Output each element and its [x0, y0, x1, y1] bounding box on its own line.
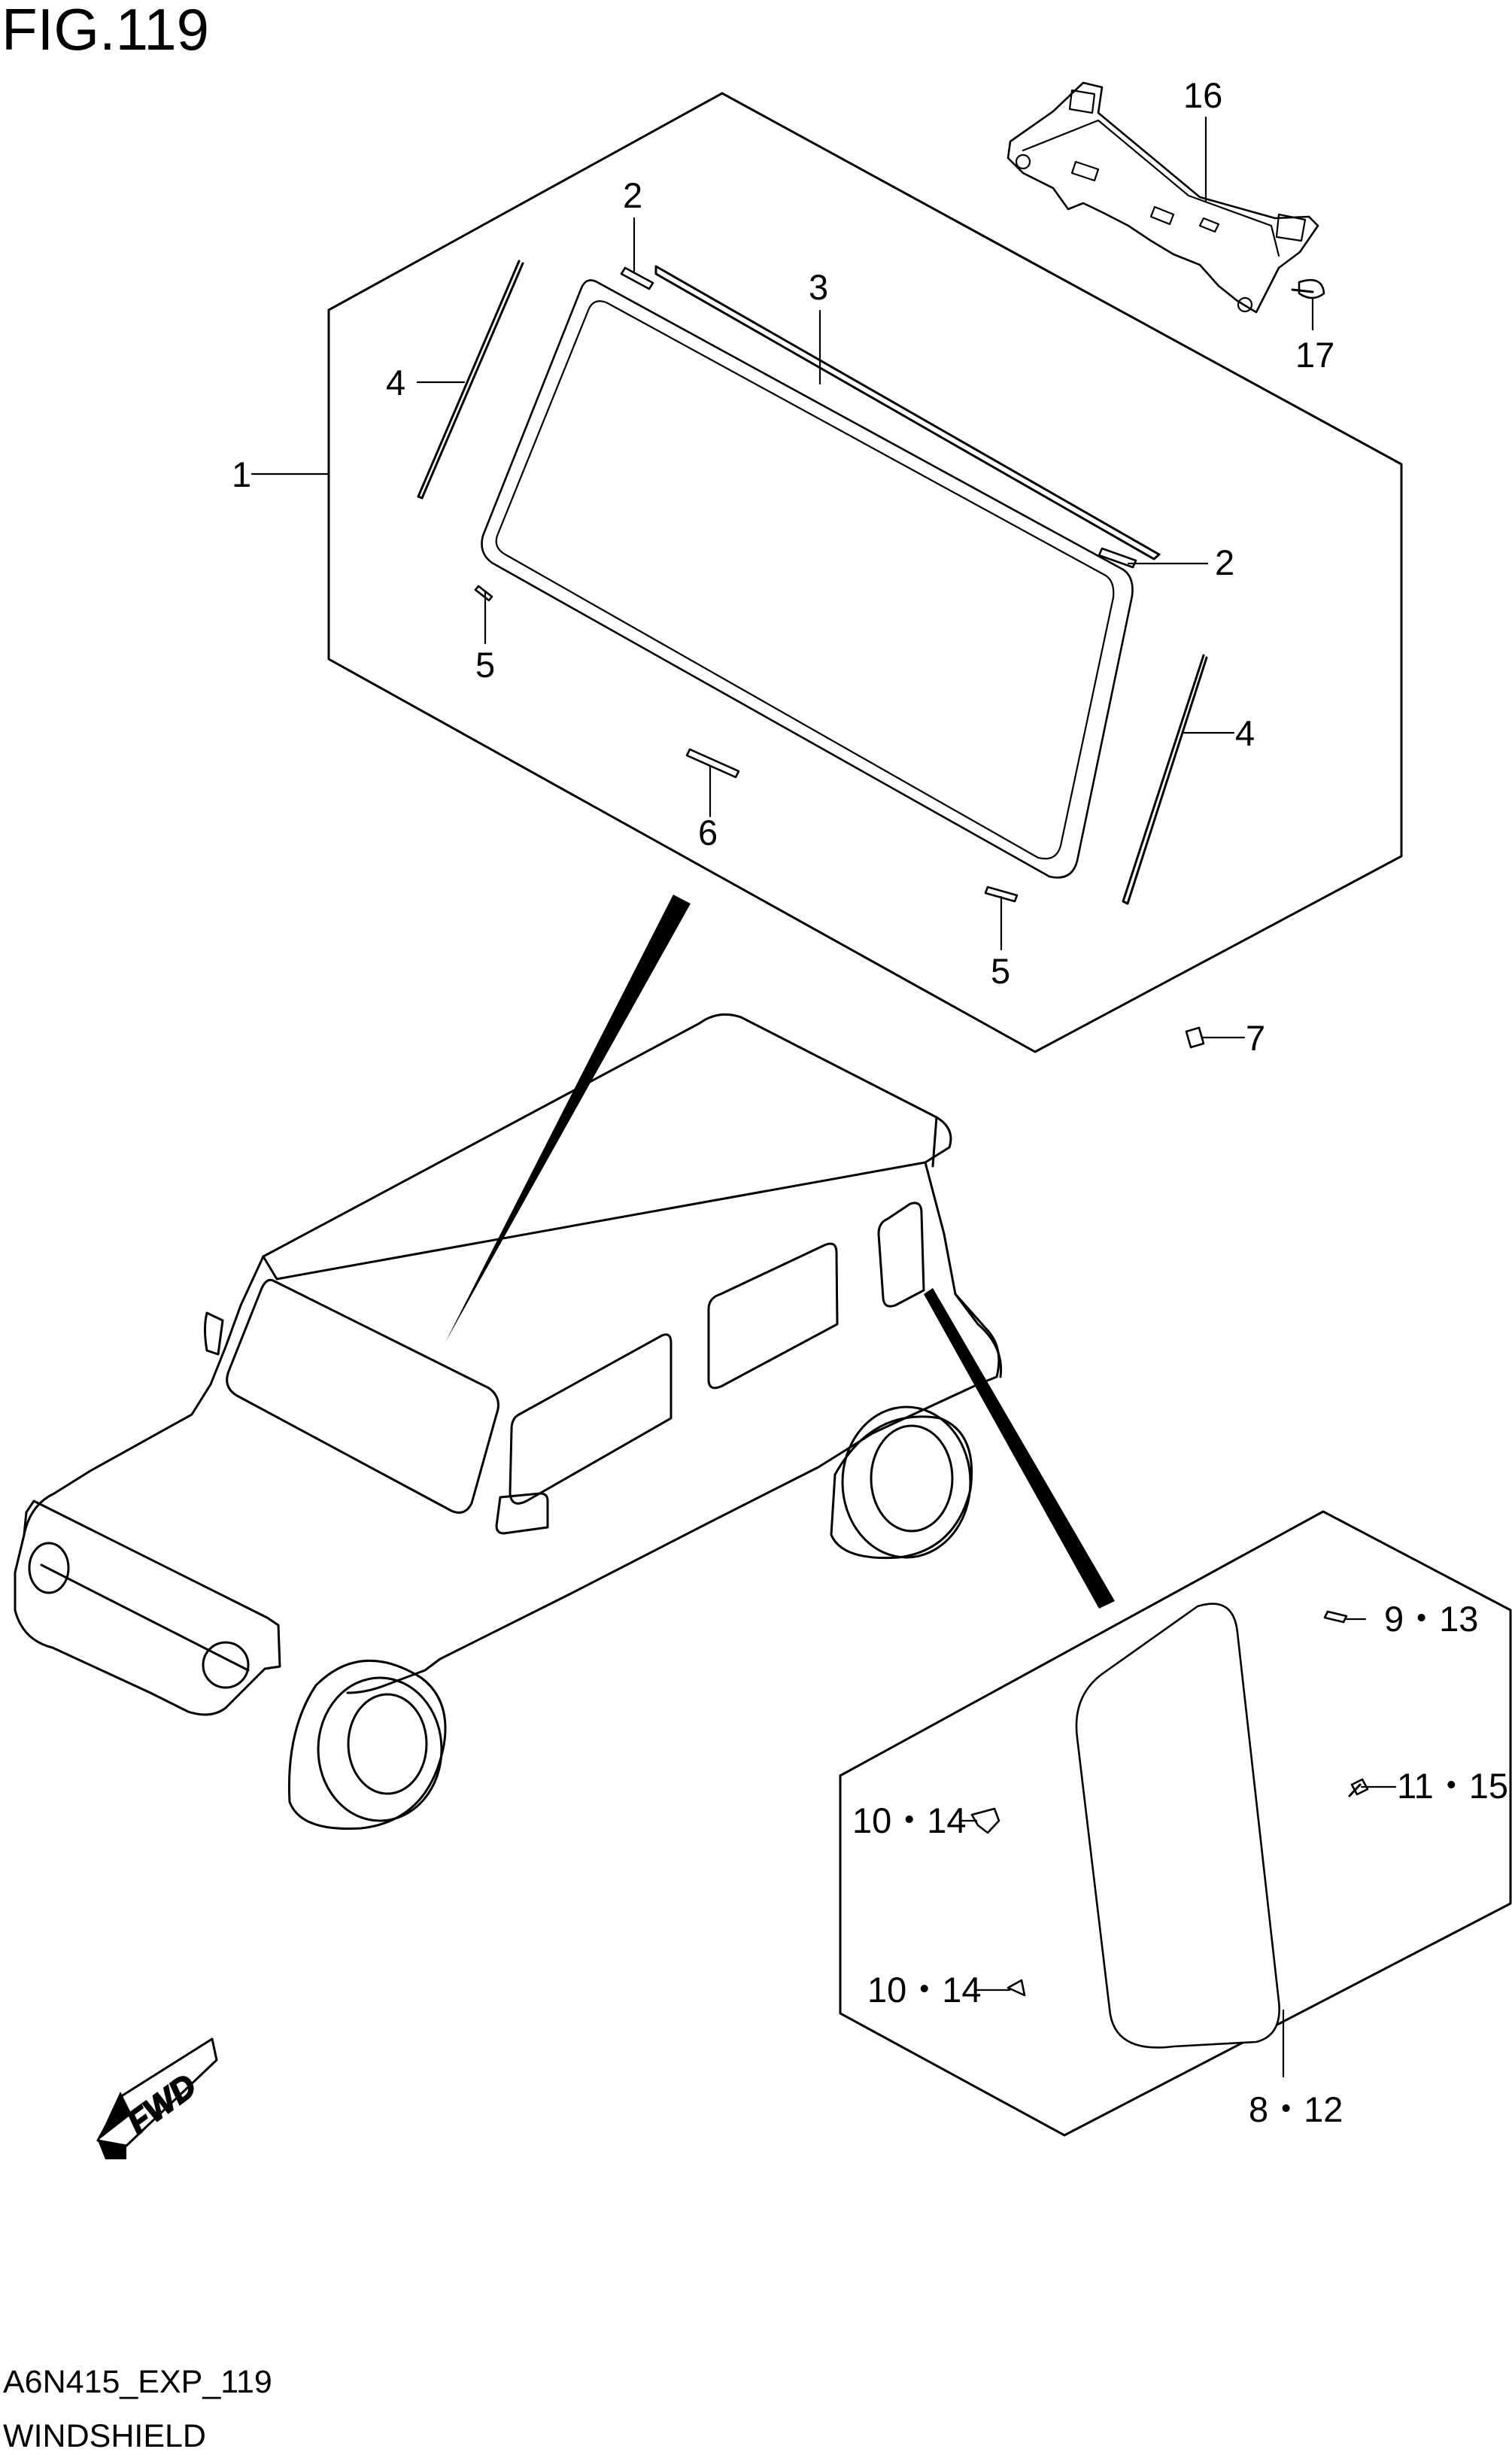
- windshield-glass-inner-edge: [495, 300, 1115, 860]
- part-11-15-fastener[interactable]: [1348, 1778, 1369, 1797]
- callout-9-13: 9・13: [1384, 1599, 1478, 1639]
- part-2-spacer-top[interactable]: [620, 266, 654, 290]
- part-6-dam[interactable]: [685, 748, 740, 779]
- callout-4-right: 4: [1235, 713, 1255, 753]
- vehicle-front-window: [509, 1333, 673, 1505]
- part-7-clip[interactable]: [1185, 1026, 1205, 1049]
- callout-5-left: 5: [475, 645, 495, 685]
- callout-8-12: 8・12: [1249, 2089, 1343, 2129]
- vehicle-rear-wheel: [841, 1405, 972, 1559]
- callout-2-top: 2: [623, 175, 642, 215]
- callout-16: 16: [1183, 75, 1222, 115]
- callout-10-14-upper: 10・14: [852, 1800, 967, 1840]
- part-2-spacer-right[interactable]: [1098, 547, 1137, 569]
- callout-5-right: 5: [991, 951, 1010, 991]
- footer-code: A6N415_EXP_119: [3, 2364, 272, 2400]
- part-4-left-side-moulding[interactable]: [417, 260, 524, 500]
- part-16-mirror-bracket[interactable]: [1006, 81, 1319, 314]
- part-5-stopper-left[interactable]: [474, 585, 493, 602]
- vehicle-headlight-left: [28, 1542, 70, 1594]
- part-5-stopper-right[interactable]: [984, 886, 1019, 903]
- callout-2-right: 2: [1215, 542, 1234, 582]
- part-10-14-upper[interactable]: [970, 1807, 1000, 1834]
- windshield-group: 1 2 2 3 4 4 5 5 6 7 16 17: [232, 75, 1403, 1058]
- vehicle-rear-window: [707, 1242, 839, 1390]
- quarter-window-glass[interactable]: [1075, 1603, 1280, 2049]
- callout-10-14-lower: 10・14: [867, 1970, 982, 2010]
- callout-1: 1: [232, 454, 251, 494]
- vehicle-side-mirror: [495, 1492, 549, 1535]
- part-3-upper-moulding[interactable]: [654, 265, 1161, 561]
- part-17-screw[interactable]: [1291, 278, 1325, 299]
- pointer-wedge-windshield: [445, 895, 691, 1342]
- part-4-right-side-moulding[interactable]: [1122, 654, 1208, 905]
- quarter-window-group: 9・13 11・15 10・14 10・14 8・12: [839, 1510, 1512, 2137]
- callout-11-15: 11・15: [1397, 1766, 1508, 1806]
- pointer-wedge-quarter: [924, 1288, 1115, 1609]
- callout-3: 3: [809, 267, 828, 307]
- footer-name: WINDSHIELD: [3, 2418, 206, 2454]
- callout-17: 17: [1295, 335, 1334, 375]
- callout-4-left: 4: [386, 363, 405, 403]
- quarter-panel-outline: [839, 1510, 1512, 2137]
- windshield-glass[interactable]: [481, 279, 1134, 879]
- fwd-arrow: FWD: [96, 2037, 218, 2159]
- vehicle-quarter-window: [877, 1202, 925, 1308]
- vehicle-windshield: [226, 1278, 499, 1514]
- vehicle-outline: [14, 1013, 1003, 1831]
- vehicle-headlight-right: [202, 1641, 250, 1689]
- windshield-panel-outline: [327, 92, 1403, 1053]
- callout-6: 6: [698, 813, 718, 852]
- callout-7: 7: [1246, 1018, 1265, 1058]
- part-10-14-lower[interactable]: [1006, 1979, 1026, 1997]
- vehicle-front-wheel: [317, 1676, 443, 1822]
- figure-title: FIG.119: [2, 0, 209, 62]
- fwd-arrow-icon: [98, 2092, 132, 2141]
- part-9-13-clip[interactable]: [1323, 1610, 1348, 1624]
